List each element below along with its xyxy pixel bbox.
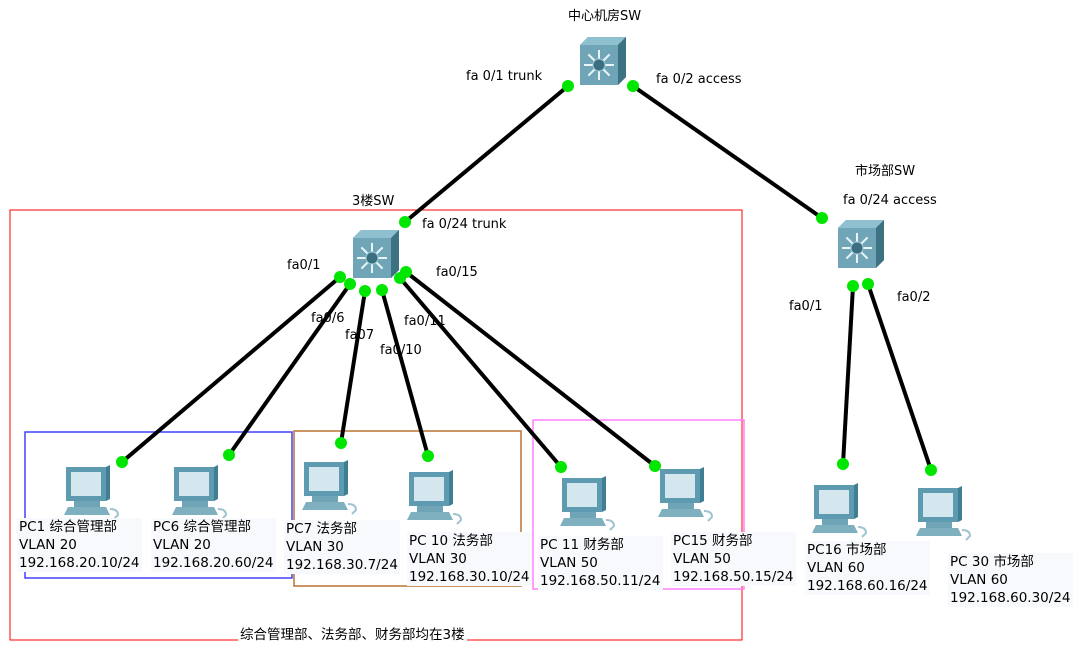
port-status-dot <box>847 280 859 292</box>
network-link[interactable] <box>398 276 563 469</box>
pc-icon[interactable] <box>916 486 972 541</box>
floor3-port-label: fa0/15 <box>436 265 478 280</box>
pc-icon[interactable] <box>560 476 616 531</box>
network-link[interactable] <box>403 84 570 224</box>
port-status-dot <box>562 80 574 92</box>
pc-icon[interactable] <box>812 483 868 538</box>
floor3-port-label: fa07 <box>345 328 375 343</box>
market-switch-label: 市场部SW <box>855 164 916 179</box>
floor3-switch-icon[interactable] <box>353 230 399 278</box>
port-status-dot <box>335 437 347 449</box>
port-status-dot <box>649 460 661 472</box>
pc-icon[interactable] <box>658 467 714 522</box>
floor3-port-label: fa0/1 <box>287 258 321 273</box>
core-switch-icon[interactable] <box>580 37 626 85</box>
port-status-dot <box>399 216 411 228</box>
port-status-dot <box>862 278 874 290</box>
network-link[interactable] <box>380 289 430 457</box>
floor3-port-label: fa0/10 <box>380 343 422 358</box>
floor3-port-label: fa0/11 <box>404 314 446 329</box>
network-link[interactable] <box>841 285 855 465</box>
market-port-label: fa0/1 <box>789 299 823 314</box>
core-port-fa02-label: fa 0/2 access <box>656 72 742 87</box>
pc-icon[interactable] <box>407 470 463 525</box>
port-status-dot <box>359 285 371 297</box>
port-status-dot <box>627 80 639 92</box>
network-link[interactable] <box>631 84 824 220</box>
pc-icon[interactable] <box>172 465 228 520</box>
port-status-dot <box>344 278 356 290</box>
market-port-label: fa0/2 <box>897 290 931 305</box>
floor3-switch-label: 3楼SW <box>352 194 395 209</box>
port-status-dot <box>400 266 412 278</box>
port-status-dot <box>422 450 434 462</box>
network-link[interactable] <box>866 283 933 471</box>
pc-icon[interactable] <box>64 465 120 520</box>
port-status-dot <box>334 271 346 283</box>
port-status-dot <box>925 464 937 476</box>
floor3-port-label: fa0/6 <box>311 311 345 326</box>
port-status-dot <box>837 458 849 470</box>
floor3-note: 综合管理部、法务部、财务部均在3楼 <box>238 626 467 644</box>
network-link[interactable] <box>120 275 342 464</box>
network-link[interactable] <box>227 282 352 457</box>
network-link[interactable] <box>404 270 657 468</box>
core-switch-label: 中心机房SW <box>568 9 642 24</box>
network-link[interactable] <box>339 290 367 444</box>
market-uplink-label: fa 0/24 access <box>843 193 937 208</box>
port-status-dot <box>376 284 388 296</box>
port-status-dot <box>116 456 128 468</box>
port-status-dot <box>223 449 235 461</box>
pc-icon[interactable] <box>302 460 358 515</box>
floor3-uplink-label: fa 0/24 trunk <box>422 217 507 232</box>
vlan30-area-box <box>293 430 522 587</box>
core-port-fa01-label: fa 0/1 trunk <box>466 69 543 84</box>
market-switch-icon[interactable] <box>838 220 884 268</box>
port-status-dot <box>555 461 567 473</box>
port-status-dot <box>816 212 828 224</box>
